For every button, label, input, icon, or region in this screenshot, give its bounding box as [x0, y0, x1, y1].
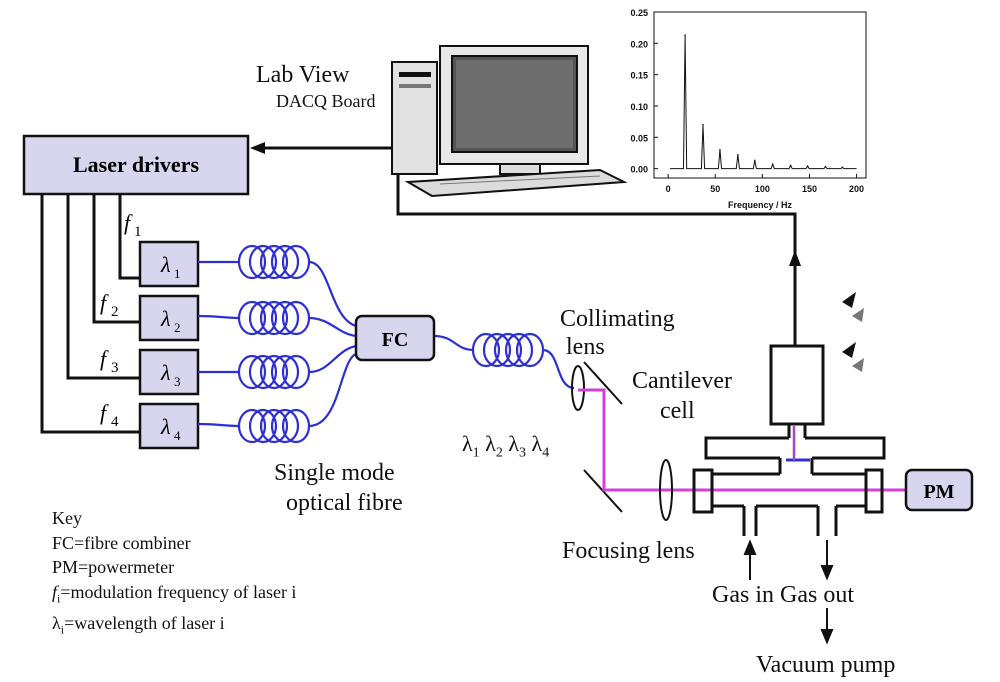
y-tick-label: 0.20 [630, 39, 648, 49]
focusing-lens [659, 459, 673, 521]
key-li: λi=wavelength of laser i [52, 612, 225, 637]
laser-box-2: λ 2 [138, 294, 200, 342]
cell-label: cell [660, 398, 695, 424]
collimating-label: Collimating [560, 306, 675, 332]
driver-lines [40, 194, 140, 434]
control-arrow [250, 142, 392, 154]
gas-in-out-label: Gas in Gas out [712, 582, 854, 608]
spectrum-peak [737, 154, 739, 156]
freq-label-3: f 3 [100, 346, 119, 376]
pm-label: PM [923, 481, 954, 503]
svg-text:1: 1 [134, 224, 142, 240]
focusing-lens-label: Focusing lens [562, 538, 695, 564]
svg-text:3: 3 [174, 374, 181, 389]
svg-text:f: f [124, 210, 133, 235]
fibre-combiner-box: FC [354, 314, 436, 362]
spectrum-peak [841, 166, 844, 169]
key-fc: FC=fibre combiner [52, 532, 191, 553]
y-tick-label: 0.25 [630, 8, 648, 18]
signal-arrow [789, 250, 801, 266]
lens-label: lens [566, 334, 605, 360]
x-tick-label: 50 [710, 184, 720, 194]
laser-beam [578, 388, 906, 492]
chart-frame [653, 11, 867, 179]
y-tick-label: 0.15 [630, 71, 648, 81]
freq-label-4: f 4 [100, 400, 119, 430]
beam-wavelengths-label: λ1 λ2 λ3 λ4 [462, 431, 550, 461]
svg-text:3: 3 [111, 360, 119, 376]
spectrum-peak [702, 123, 704, 126]
y-tick-label: 0.00 [630, 165, 648, 175]
lab-view-label: Lab View [256, 62, 350, 88]
fc-label: FC [382, 329, 409, 351]
svg-text:f: f [100, 400, 109, 425]
light-ray-icon [842, 292, 856, 308]
computer-icon [391, 45, 628, 198]
svg-text:2: 2 [174, 320, 181, 335]
y-tick-label: 0.05 [630, 133, 648, 143]
x-axis-label: Frequency / Hz [728, 200, 793, 210]
laser-drivers-label: Laser drivers [73, 152, 200, 177]
light-ray-icon [852, 358, 864, 372]
cantilever-label: Cantilever [632, 368, 732, 394]
svg-text:λ: λ [160, 252, 171, 277]
spectrum-peak [684, 34, 686, 36]
fibre-coils [197, 244, 575, 444]
dacq-board-label: DACQ Board [276, 91, 376, 111]
powermeter-box: PM [904, 468, 974, 512]
cantilever-cell [692, 344, 886, 536]
laser-box-3: λ 3 [138, 348, 200, 396]
key-fi: fi=modulation frequency of laser i [52, 581, 297, 606]
freq-label-1: f 1 [124, 210, 142, 240]
mirror-top [583, 361, 623, 405]
optical-fibre-label: optical fibre [286, 490, 403, 516]
freq-label-2: f 2 [100, 290, 119, 320]
spectrum-peak [771, 163, 774, 166]
spectrum-peak [719, 149, 721, 151]
spectrum-peak [789, 164, 792, 167]
svg-text:4: 4 [174, 428, 181, 443]
light-ray-icon [852, 308, 864, 322]
spectrum-peak [824, 165, 827, 168]
key-title: Key [52, 508, 82, 528]
frequency-chart: 0.00 0.05 0.10 0.15 0.20 0.25 0 50 100 150 200Freq… [630, 8, 867, 210]
svg-text:λ: λ [160, 360, 171, 385]
y-tick-label: 0.10 [630, 102, 648, 112]
laser-drivers-box: Laser drivers [22, 134, 250, 196]
light-ray-icon [842, 342, 856, 358]
svg-text:4: 4 [111, 414, 119, 430]
legend-key: Key FC=fibre combiner PM=powermeter fi=m… [52, 506, 296, 642]
spectrum-peak [806, 165, 809, 167]
svg-text:1: 1 [174, 266, 181, 281]
x-tick-label: 150 [802, 184, 817, 194]
x-tick-label: 200 [849, 184, 864, 194]
svg-text:2: 2 [111, 304, 119, 320]
svg-text:f: f [100, 346, 109, 371]
svg-text:λ: λ [160, 414, 171, 439]
svg-text:f: f [100, 290, 109, 315]
collimating-lens [571, 365, 585, 411]
svg-text:λ: λ [160, 306, 171, 331]
laser-box-4: λ 4 [138, 402, 200, 450]
spectrum-peak [754, 159, 756, 162]
single-mode-label: Single mode [274, 460, 395, 486]
vacuum-pump-label: Vacuum pump [756, 652, 896, 678]
x-tick-label: 0 [666, 184, 671, 194]
gas-arrows [743, 539, 834, 645]
spectrum-line [670, 35, 857, 170]
x-tick-label: 100 [755, 184, 770, 194]
signal-cable [396, 174, 797, 346]
key-pm: PM=powermeter [52, 557, 175, 577]
laser-box-1: λ 1 [138, 240, 200, 288]
